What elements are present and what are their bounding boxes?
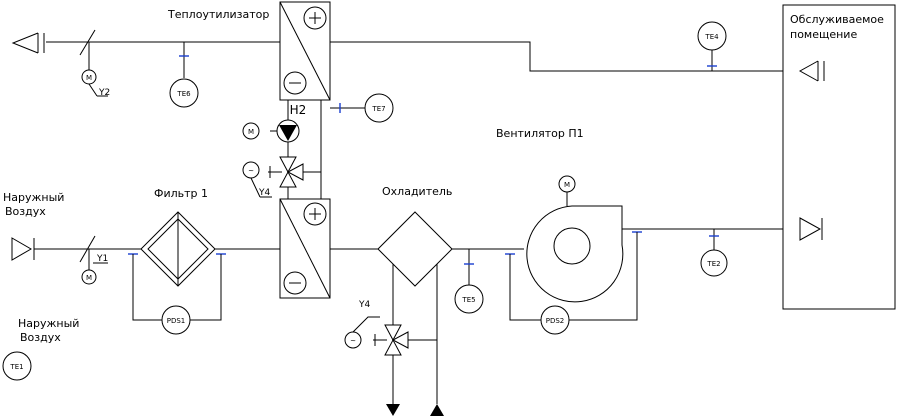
sensor-te1: TE1: [2, 351, 32, 381]
exhaust-duct: [46, 41, 783, 72]
sensor-te4-label: TE4: [704, 33, 719, 41]
supply-duct: [34, 228, 783, 250]
sensor-te7-label: TE7: [371, 105, 385, 113]
sensor-pds1-label: PDS1: [167, 317, 186, 325]
heat-recovery-supply-coil: [279, 198, 331, 299]
outdoor-air2-label-line1: Наружный: [18, 317, 79, 330]
outdoor-air2-label-line2: Воздух: [20, 331, 61, 344]
sensor-te1-label: TE1: [9, 363, 23, 371]
sensor-te5: TE5: [454, 249, 484, 314]
room-supply-grille-icon: [799, 217, 823, 241]
exhaust-outlet-grille-icon: [11, 32, 45, 54]
valve-y4-upper: ~ Y4: [242, 156, 304, 198]
heat-recovery-label: Теплоутилизатор: [167, 8, 269, 21]
pump-h2-label: Н2: [290, 103, 307, 117]
outdoor-air-label-line2: Воздух: [5, 205, 46, 218]
sensor-te7: TE7: [330, 93, 394, 123]
sensor-te4: TE4: [697, 21, 727, 71]
damper-y2: M Y2: [79, 29, 110, 98]
fan-p1: M: [526, 175, 624, 303]
sensor-pds2-label: PDS2: [546, 317, 565, 325]
sensor-te5-label: TE5: [461, 296, 475, 304]
pump-h2: Н2 M: [242, 103, 307, 143]
damper-y1-motor-label: M: [86, 274, 92, 282]
cooler-label: Охладитель: [382, 185, 452, 198]
valve-y4-lower: ~ Y4: [344, 300, 409, 356]
heat-recovery-exhaust-coil: [279, 1, 331, 101]
room-exhaust-grille-icon: [798, 60, 825, 82]
served-room-label-line2: помещение: [790, 28, 857, 41]
fan-label: Вентилятор П1: [496, 127, 584, 140]
valve-y4-lower-wave: ~: [350, 337, 356, 345]
pump-h2-motor-label: M: [248, 128, 254, 136]
damper-y1: M Y1: [79, 235, 108, 285]
valve-y4-upper-label: Y4: [258, 188, 270, 198]
cooler: [377, 211, 453, 416]
outdoor-intake-grille-icon: [11, 237, 35, 261]
sensor-te2-label: TE2: [706, 260, 720, 268]
sensor-te2: TE2: [700, 229, 728, 277]
outdoor-air-label-line1: Наружный: [3, 191, 64, 204]
served-room: Обслуживаемое помещение: [782, 4, 896, 310]
sensor-pds2: PDS2: [505, 231, 642, 335]
sensor-pds1: PDS1: [128, 253, 226, 335]
valve-y4-lower-label: Y4: [358, 300, 370, 310]
filter-1: [140, 211, 216, 287]
fan-motor-label: M: [564, 181, 570, 189]
served-room-label-line1: Обслуживаемое: [790, 13, 884, 26]
sensor-te6-label: TE6: [176, 90, 191, 98]
damper-y2-motor-label: M: [86, 74, 92, 82]
sensor-te6: TE6: [169, 42, 199, 108]
damper-y2-label: Y2: [98, 88, 110, 98]
filter-label: Фильтр 1: [154, 187, 208, 200]
damper-y1-label: Y1: [96, 254, 108, 264]
valve-y4-upper-wave: ~: [248, 167, 254, 175]
